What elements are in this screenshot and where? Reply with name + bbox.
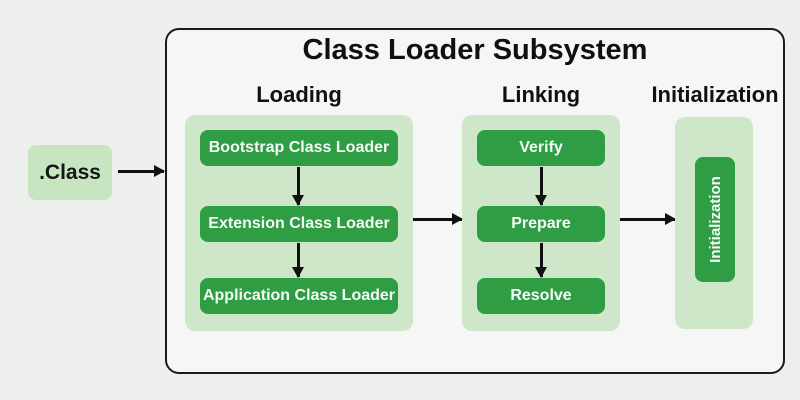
class-file-node: .Class bbox=[28, 145, 112, 200]
loading-panel: Bootstrap Class Loader Extension Class L… bbox=[185, 115, 413, 331]
initialization-heading: Initialization bbox=[651, 82, 779, 107]
class-loader-subsystem-container: Class Loader Subsystem Loading Linking I… bbox=[165, 28, 785, 374]
resolve-box: Resolve bbox=[477, 278, 605, 314]
linking-panel: Verify Prepare Resolve bbox=[462, 115, 620, 331]
class-file-label: .Class bbox=[39, 160, 101, 184]
extension-class-loader-box: Extension Class Loader bbox=[200, 206, 398, 242]
prepare-box: Prepare bbox=[477, 206, 605, 242]
bootstrap-class-loader-box: Bootstrap Class Loader bbox=[200, 130, 398, 166]
arrow-bootstrap-to-extension bbox=[297, 167, 300, 205]
arrow-loading-to-linking bbox=[413, 218, 462, 221]
arrow-linking-to-initialization bbox=[620, 218, 675, 221]
diagram-title: Class Loader Subsystem bbox=[302, 34, 648, 66]
arrow-verify-to-prepare bbox=[540, 167, 543, 205]
arrow-extension-to-application bbox=[297, 243, 300, 277]
loading-heading: Loading bbox=[256, 82, 342, 107]
initialization-panel: Initialization bbox=[675, 117, 753, 329]
linking-heading: Linking bbox=[501, 82, 581, 107]
arrow-class-to-subsystem bbox=[118, 170, 164, 173]
initialization-box-label: Initialization bbox=[706, 176, 724, 263]
verify-box: Verify bbox=[477, 130, 605, 166]
initialization-box: Initialization bbox=[695, 157, 735, 282]
arrow-prepare-to-resolve bbox=[540, 243, 543, 277]
application-class-loader-box: Application Class Loader bbox=[200, 278, 398, 314]
